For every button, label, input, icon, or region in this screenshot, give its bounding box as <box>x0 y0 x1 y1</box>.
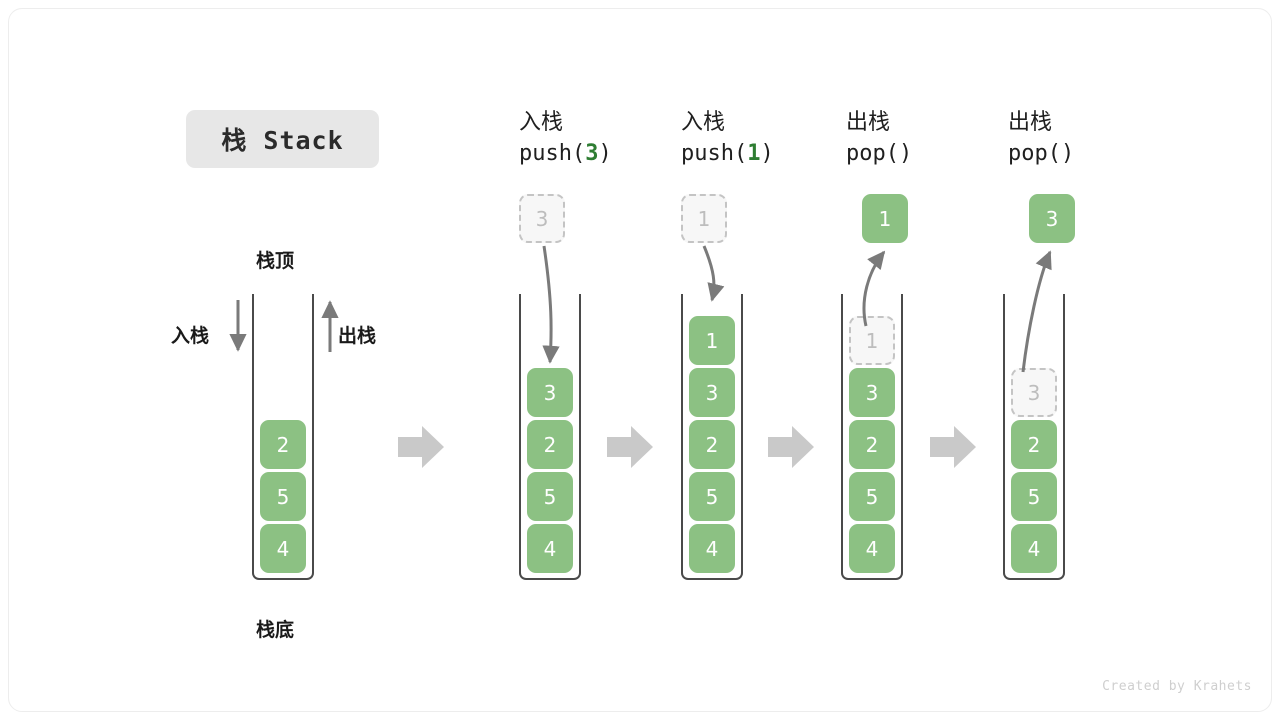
stack-after-push-1: 1 3 2 5 4 <box>681 294 743 580</box>
cell-value: 2 <box>865 432 879 457</box>
incoming-box-push-1: 1 <box>681 194 727 243</box>
stack-slots: 1 3 2 5 4 <box>683 316 741 576</box>
stack-cell: 2 <box>849 420 895 469</box>
stack-after-pop-1: 1 3 2 5 4 <box>841 294 903 580</box>
step-header-line2: pop() <box>846 138 1036 170</box>
pop-prefix: pop( <box>846 141 899 166</box>
stack-cell: 4 <box>849 524 895 573</box>
push-suffix: ) <box>760 141 774 166</box>
pop-side-label: 出栈 <box>338 325 377 347</box>
stack-cell: 3 <box>527 368 573 417</box>
box-value: 3 <box>535 206 549 231</box>
stack-cell: 1 <box>689 316 735 365</box>
pop-suffix: ) <box>1060 141 1075 166</box>
stack-cell: 5 <box>689 472 735 521</box>
pop-suffix: ) <box>898 141 913 166</box>
incoming-box-push-3: 3 <box>519 194 565 243</box>
cell-value: 3 <box>705 380 719 405</box>
step-header-line1: 出栈 <box>1008 110 1053 135</box>
popped-box-3: 3 <box>1029 194 1075 243</box>
cell-value: 2 <box>543 432 557 457</box>
stack-cell: 2 <box>1011 420 1057 469</box>
cell-value: 1 <box>865 328 879 353</box>
push-side-label: 入栈 <box>171 325 210 347</box>
cell-value: 3 <box>543 380 557 405</box>
push-argument: 3 <box>585 141 599 166</box>
step-header-line1: 入栈 <box>681 110 726 135</box>
step-header-pop-3: 出栈 pop() <box>1008 108 1198 170</box>
stack-cell: 4 <box>689 524 735 573</box>
stack-cell: 2 <box>260 420 306 469</box>
diagram-title-pill: 栈 Stack <box>186 110 379 168</box>
box-value: 1 <box>697 206 711 231</box>
stack-cell: 2 <box>689 420 735 469</box>
cell-value: 4 <box>276 536 290 561</box>
stack-top-label: 栈顶 <box>256 250 295 272</box>
step-header-line1: 出栈 <box>846 110 891 135</box>
stack-slots: 3 2 5 4 <box>1005 368 1063 576</box>
cell-value: 2 <box>1027 432 1041 457</box>
step-header-line2: push(3) <box>519 138 709 170</box>
stack-cell: 4 <box>527 524 573 573</box>
cell-value: 4 <box>1027 536 1041 561</box>
cell-value: 5 <box>1027 484 1041 509</box>
stack-cell: 5 <box>527 472 573 521</box>
cell-value: 4 <box>543 536 557 561</box>
stack-cell-removed: 3 <box>1011 368 1057 417</box>
stack-initial: 2 5 4 <box>252 294 314 580</box>
push-prefix: push( <box>681 141 748 166</box>
stack-slots: 2 5 4 <box>254 420 312 576</box>
cell-value: 3 <box>865 380 879 405</box>
stack-cell-removed: 1 <box>849 316 895 365</box>
stack-after-push-3: 3 2 5 4 <box>519 294 581 580</box>
step-header-line2: pop() <box>1008 138 1198 170</box>
step-header-pop-1: 出栈 pop() <box>846 108 1036 170</box>
cell-value: 5 <box>705 484 719 509</box>
footer-credit: Created by Krahets <box>1102 679 1252 694</box>
step-header-push-1: 入栈 push(1) <box>681 108 871 170</box>
cell-value: 4 <box>705 536 719 561</box>
box-value: 3 <box>1045 206 1059 231</box>
stack-slots: 3 2 5 4 <box>521 368 579 576</box>
cell-value: 5 <box>276 484 290 509</box>
stack-bottom-label: 栈底 <box>256 619 295 641</box>
stack-cell: 4 <box>260 524 306 573</box>
page-title: 栈 Stack <box>221 126 344 155</box>
stack-slots: 1 3 2 5 4 <box>843 316 901 576</box>
stack-cell: 3 <box>689 368 735 417</box>
cell-value: 2 <box>705 432 719 457</box>
cell-value: 3 <box>1027 380 1041 405</box>
stack-cell: 5 <box>849 472 895 521</box>
cell-value: 2 <box>276 432 290 457</box>
stack-cell: 5 <box>260 472 306 521</box>
cell-value: 4 <box>865 536 879 561</box>
push-suffix: ) <box>598 141 612 166</box>
push-prefix: push( <box>519 141 586 166</box>
step-header-push-3: 入栈 push(3) <box>519 108 709 170</box>
step-header-line1: 入栈 <box>519 110 564 135</box>
popped-box-1: 1 <box>862 194 908 243</box>
step-header-line2: push(1) <box>681 138 871 170</box>
pop-prefix: pop( <box>1008 141 1061 166</box>
stack-cell: 4 <box>1011 524 1057 573</box>
cell-value: 1 <box>705 328 719 353</box>
push-argument: 1 <box>747 141 761 166</box>
cell-value: 5 <box>865 484 879 509</box>
stack-cell: 5 <box>1011 472 1057 521</box>
box-value: 1 <box>878 206 892 231</box>
stack-after-pop-3: 3 2 5 4 <box>1003 294 1065 580</box>
cell-value: 5 <box>543 484 557 509</box>
stack-cell: 3 <box>849 368 895 417</box>
stack-cell: 2 <box>527 420 573 469</box>
